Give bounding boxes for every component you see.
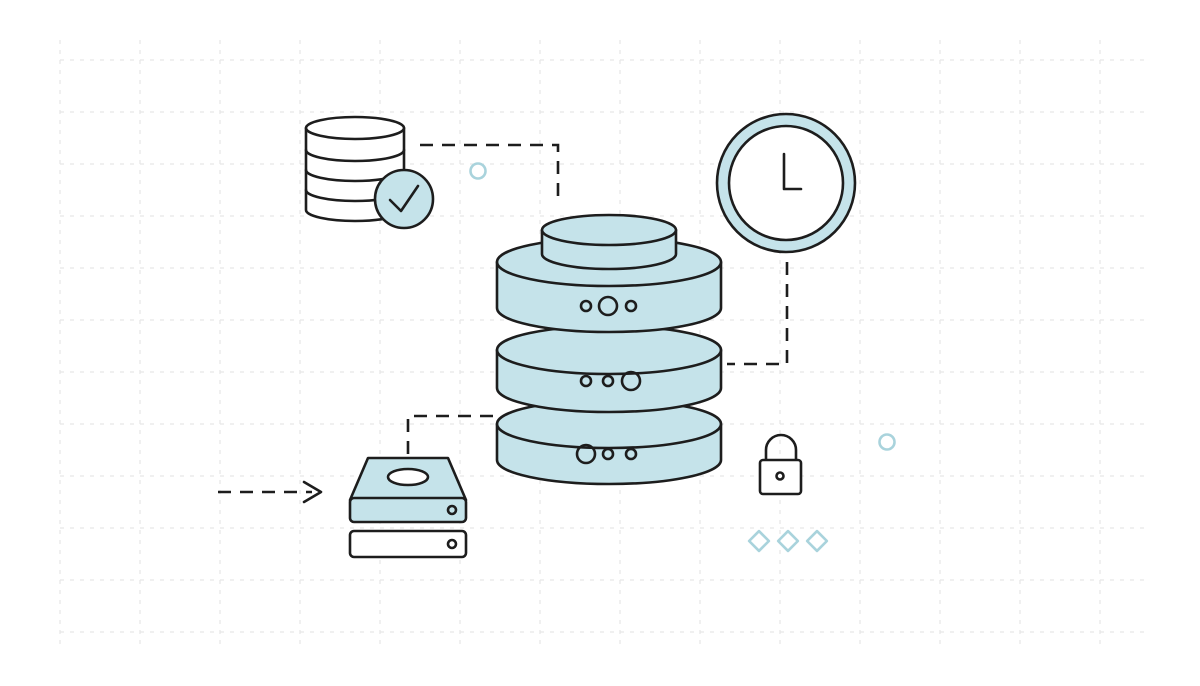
- decor-dot: [878, 433, 896, 451]
- server-led: [579, 374, 593, 388]
- decor-diamonds: [747, 529, 829, 553]
- server-led: [624, 447, 638, 461]
- checkmark-icon: [388, 184, 420, 213]
- server-led: [575, 443, 597, 465]
- server-led: [620, 370, 642, 392]
- server-led: [597, 295, 619, 317]
- server-led: [601, 374, 615, 388]
- decor-dot: [469, 162, 487, 180]
- padlock-icon: [758, 433, 803, 496]
- connector-server-to-drive: [406, 414, 493, 454]
- database-check-icon: [304, 115, 435, 230]
- connector-clock-to-server: [727, 262, 789, 366]
- hard-drive-icon: [348, 456, 468, 559]
- server-led: [624, 299, 638, 313]
- connector-db-to-server: [420, 143, 560, 200]
- server-led: [601, 447, 615, 461]
- arrow-right-icon: [218, 480, 323, 504]
- clock-icon: [715, 112, 857, 254]
- database-server-stack-icon: [495, 213, 723, 486]
- server-led: [579, 299, 593, 313]
